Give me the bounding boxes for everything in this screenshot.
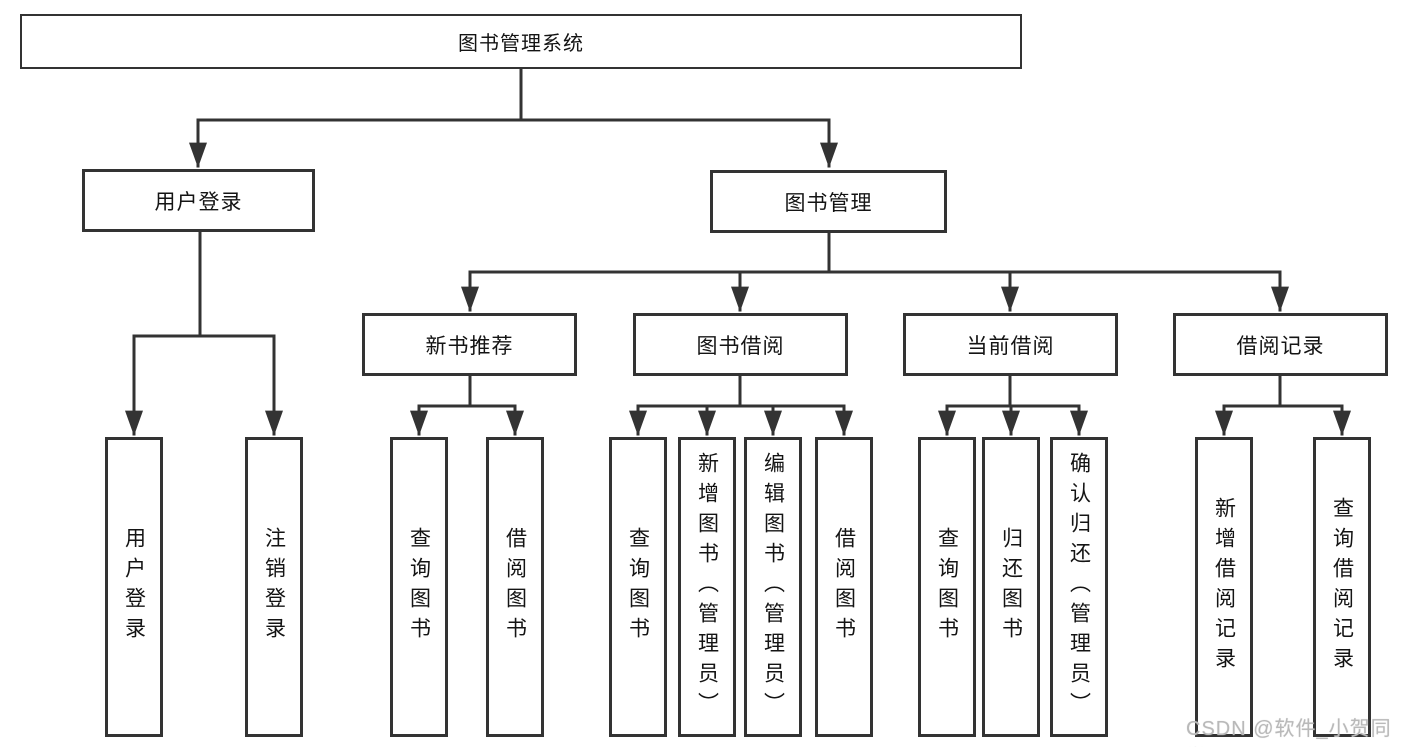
node-borrow-records: 借阅记录 <box>1173 313 1388 376</box>
leaf-query-books-recommend: 查询图书 <box>390 437 448 737</box>
connector-borrow-records-children <box>1215 374 1351 436</box>
connector-user-login-children <box>125 230 283 436</box>
leaf-logout-login: 注销登录 <box>245 437 303 737</box>
connector-book-borrow-children <box>629 374 853 436</box>
leaf-add-borrow-record: 新增借阅记录 <box>1195 437 1253 737</box>
connector-new-book-recommend-children <box>410 374 524 436</box>
leaf-edit-books-admin: 编辑图书（管理员） <box>744 437 802 737</box>
node-new-book-recommend: 新书推荐 <box>362 313 577 376</box>
node-user-login: 用户登录 <box>82 169 315 232</box>
connector-book-management-children <box>461 231 1289 312</box>
node-current-borrow: 当前借阅 <box>903 313 1118 376</box>
leaf-confirm-return-admin: 确认归还（管理员） <box>1050 437 1108 737</box>
connector-root-to-level2 <box>189 67 838 168</box>
leaf-query-borrow-record: 查询借阅记录 <box>1313 437 1371 737</box>
leaf-query-books-current: 查询图书 <box>918 437 976 737</box>
leaf-user-login: 用户登录 <box>105 437 163 737</box>
watermark: CSDN @软件_小贺同学 <box>1186 718 1392 740</box>
node-book-borrow: 图书借阅 <box>633 313 848 376</box>
leaf-return-books: 归还图书 <box>982 437 1040 737</box>
connector-current-borrow-children <box>938 374 1088 436</box>
node-library-management-system: 图书管理系统 <box>20 14 1022 69</box>
leaf-query-books-borrow: 查询图书 <box>609 437 667 737</box>
leaf-add-books-admin: 新增图书（管理员） <box>678 437 736 737</box>
leaf-borrow-books-recommend: 借阅图书 <box>486 437 544 737</box>
leaf-borrow-books: 借阅图书 <box>815 437 873 737</box>
node-book-management: 图书管理 <box>710 170 947 233</box>
